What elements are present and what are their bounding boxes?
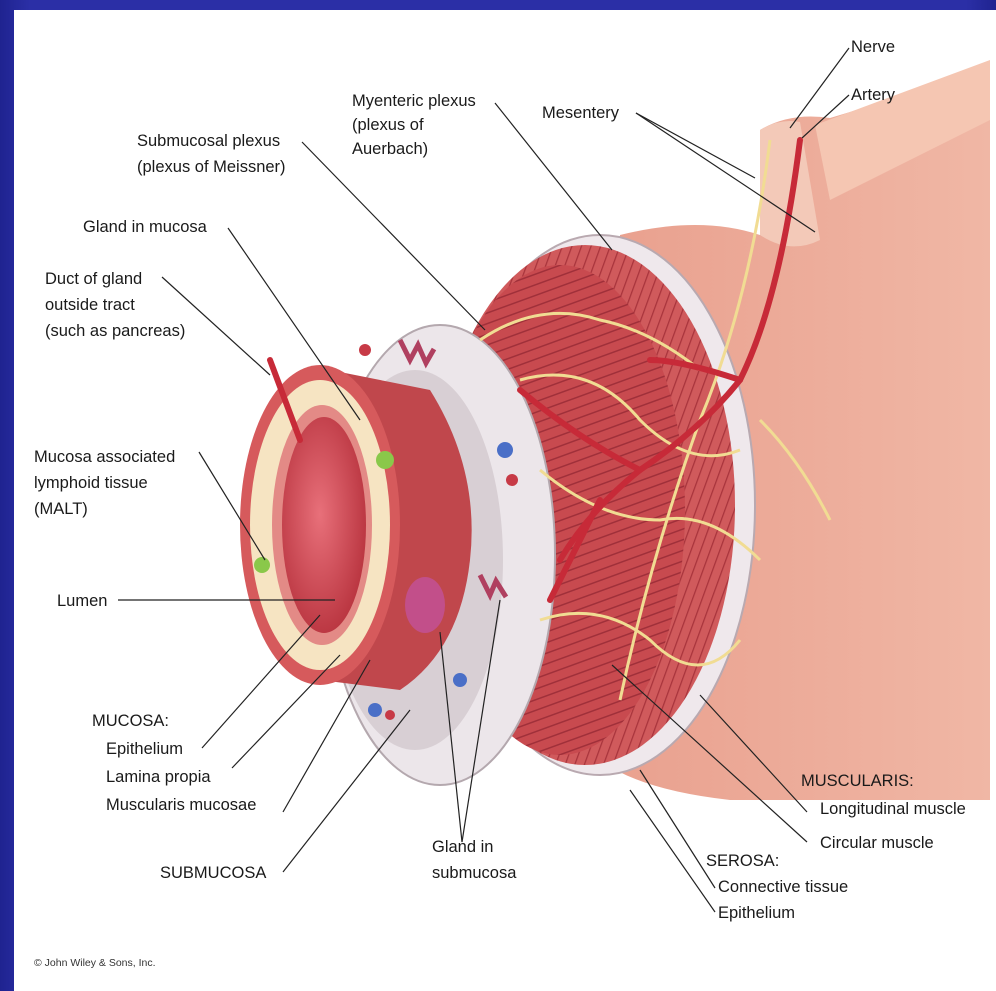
label-muscularis: MUSCULARIS:: [801, 772, 914, 790]
label-submucosa: SUBMUCOSA: [160, 864, 266, 882]
label-duct-2: outside tract: [45, 296, 135, 314]
label-myenteric-1: Myenteric plexus: [352, 92, 476, 110]
label-nerve: Nerve: [851, 38, 895, 56]
label-lamina-propia: Lamina propia: [106, 768, 211, 786]
label-muscularis-mucosae: Muscularis mucosae: [106, 796, 256, 814]
label-gland-mucosa: Gland in mucosa: [83, 218, 208, 236]
label-submucosal-1: Submucosal plexus: [137, 132, 280, 150]
label-connective-tissue: Connective tissue: [718, 878, 848, 896]
label-duct-1: Duct of gland: [45, 270, 142, 288]
diagram-panel: Nerve Artery Myenteric plexus (plexus of…: [14, 10, 996, 991]
label-myenteric-3: Auerbach): [352, 140, 428, 158]
label-submucosal-2: (plexus of Meissner): [137, 158, 286, 176]
label-mesentery: Mesentery: [542, 104, 620, 122]
label-serosa-epithelium: Epithelium: [718, 904, 795, 922]
label-lumen: Lumen: [57, 592, 107, 610]
label-myenteric-2: (plexus of: [352, 116, 424, 134]
label-malt-2: lymphoid tissue: [34, 474, 148, 492]
label-duct-3: (such as pancreas): [45, 322, 185, 340]
label-epithelium: Epithelium: [106, 740, 183, 758]
label-serosa: SEROSA:: [706, 852, 779, 870]
label-circular-muscle: Circular muscle: [820, 834, 934, 852]
label-gland-submucosa-2: submucosa: [432, 864, 517, 882]
label-malt-3: (MALT): [34, 500, 88, 518]
label-longitudinal-muscle: Longitudinal muscle: [820, 800, 966, 818]
label-malt-1: Mucosa associated: [34, 448, 175, 466]
label-gland-submucosa-1: Gland in: [432, 838, 493, 856]
gi-tract-diagram: Nerve Artery Myenteric plexus (plexus of…: [14, 10, 996, 991]
label-artery: Artery: [851, 86, 896, 104]
copyright-credit: © John Wiley & Sons, Inc.: [34, 957, 156, 969]
label-mucosa: MUCOSA:: [92, 712, 169, 730]
